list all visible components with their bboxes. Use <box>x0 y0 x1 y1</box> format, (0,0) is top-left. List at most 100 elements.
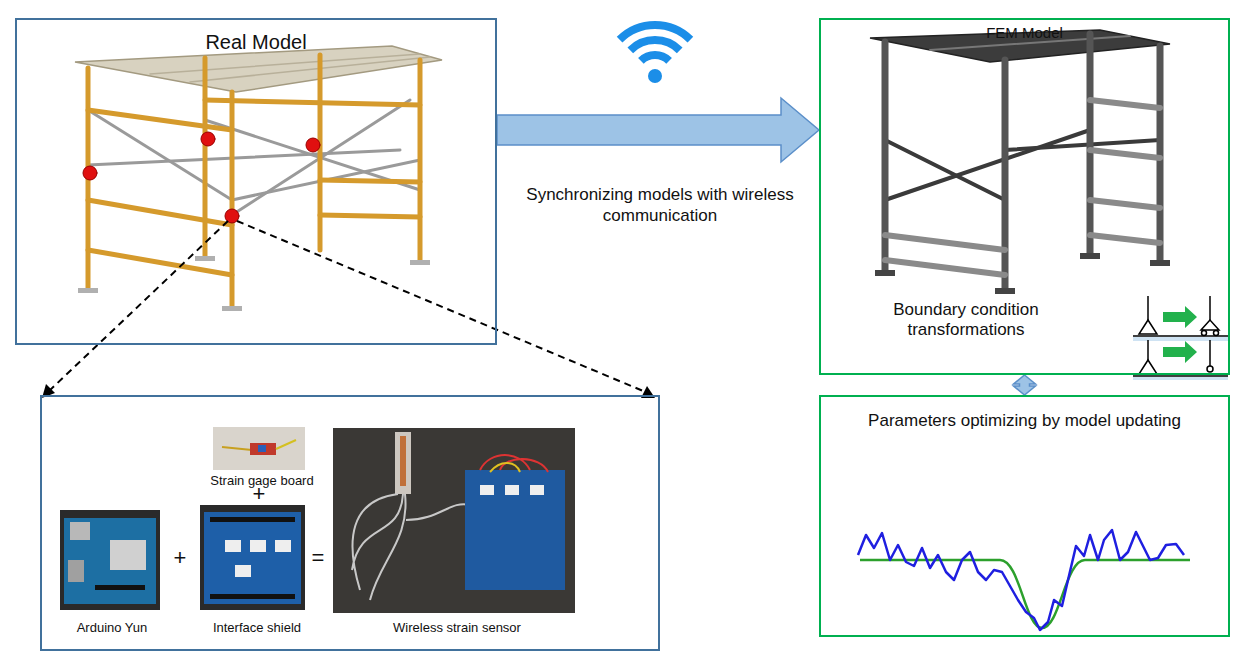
zoom-arrowheads <box>42 384 655 398</box>
boundary-symbols-part <box>1209 340 1211 366</box>
boundary-symbols-part <box>1207 366 1213 372</box>
boundary-symbols-part <box>1133 377 1228 380</box>
real-scaffold-part-part <box>88 250 232 275</box>
boundary-symbols-part <box>1133 375 1228 377</box>
fem-scaffold-part-part <box>1090 235 1160 243</box>
real-scaffold-part <box>150 54 420 74</box>
wireless-sensor-photo-part <box>352 494 406 600</box>
boundary-symbols-part <box>1133 335 1228 337</box>
arduino-yun-photo-part <box>68 560 84 582</box>
fem-scaffold-part-part <box>875 270 895 276</box>
real-scaffold-part-part <box>88 150 400 165</box>
interface-shield-photo-part <box>225 540 241 552</box>
arduino-yun-photo-part <box>95 585 145 590</box>
wireless-sensor-photo-part <box>395 432 411 494</box>
real-scaffold-part-part <box>232 160 420 200</box>
real-scaffold-part-part <box>320 180 420 182</box>
boundary-symbols-part <box>1209 296 1211 320</box>
boundary-symbols <box>1133 296 1228 380</box>
wifi-icon-part <box>648 69 662 83</box>
real-scaffold-part <box>88 100 420 215</box>
interface-shield-photo-part <box>250 540 266 552</box>
transform-arrows-part <box>1163 306 1197 328</box>
updating-chart <box>858 530 1190 630</box>
model-updating-panel: Parameters optimizing by model updating <box>819 395 1230 637</box>
real-scaffold-part-part <box>205 100 420 105</box>
block-arrow <box>1014 375 1036 395</box>
real-scaffold-part-part <box>83 166 97 180</box>
wireless-sensor-photo-part <box>505 485 519 495</box>
fem-scaffold-part-part <box>1005 140 1160 150</box>
part-caption: Arduino Yun <box>47 620 177 636</box>
arduino-yun-photo <box>60 510 160 610</box>
wifi-icon-part <box>630 40 679 50</box>
arduino-yun-photo-part <box>70 522 90 540</box>
plus-sign: + <box>170 545 190 571</box>
zoom-leader <box>48 221 648 393</box>
real-scaffold-part-part <box>195 256 215 261</box>
real-scaffold-part-part <box>203 58 208 258</box>
fem-scaffold-part-part <box>1002 60 1009 290</box>
panel-title: Parameters optimizing by model updating <box>841 411 1208 431</box>
real-scaffold-part <box>83 132 320 223</box>
interface-shield-photo <box>200 505 305 610</box>
transform-arrows-part <box>1163 341 1197 363</box>
sensor-detail-panel: Strain gage board+Arduino Yun+Interface … <box>40 395 660 651</box>
real-scaffold-part <box>78 256 430 311</box>
fem-scaffold-part-part <box>1157 46 1164 262</box>
strain-gage-board-photo-part <box>250 443 276 455</box>
interface-shield-photo-part <box>235 565 251 577</box>
fem-scaffold-part-part <box>885 130 1090 200</box>
fem-scaffold-part-part <box>885 260 1005 275</box>
real-scaffold-part-part <box>205 120 420 190</box>
real-scaffold-part-part <box>306 138 320 152</box>
updating-chart-part <box>860 560 1190 628</box>
wireless-sensor-photo-part <box>480 455 548 472</box>
boundary-symbols-part <box>1214 331 1219 336</box>
real-scaffold-part <box>190 57 430 82</box>
interface-shield-photo-part <box>204 512 301 604</box>
fem-scaffold-part-part <box>885 235 1005 250</box>
arduino-yun-photo-part <box>64 518 156 604</box>
real-scaffold-part-part <box>418 60 423 262</box>
fem-scaffold-part-part <box>1090 100 1160 108</box>
real-scaffold-part-part <box>222 306 242 311</box>
fem-scaffold <box>870 30 1170 294</box>
interface-shield-photo-part <box>275 540 291 552</box>
fem-scaffold-part <box>870 30 1170 62</box>
fem-scaffold-part-part <box>1090 150 1160 158</box>
real-scaffold-part-part <box>78 288 98 293</box>
wireless-sensor-photo-part <box>480 485 494 495</box>
fem-scaffold-part-part <box>1087 34 1094 255</box>
wireless-sensor-photo-part <box>400 436 406 486</box>
strain-gage-board-photo-part <box>258 445 266 452</box>
real-scaffold-part-part <box>88 110 232 200</box>
boundary-symbols-part <box>1139 360 1157 374</box>
wifi-icon-part <box>620 25 691 40</box>
fem-scaffold-part <box>885 34 1160 290</box>
wifi-icon <box>620 25 691 83</box>
fem-scaffold-part <box>875 253 1170 294</box>
real-scaffold-part-part <box>201 132 215 146</box>
arduino-yun-photo-part <box>110 540 146 570</box>
fem-scaffold-part <box>885 130 1160 200</box>
plus-sign: + <box>249 481 269 507</box>
boundary-symbols-part <box>1201 320 1219 330</box>
strain-gage-board-photo <box>213 427 305 470</box>
real-scaffold-part-part <box>88 110 232 130</box>
boundary-symbols-part <box>1147 340 1149 360</box>
panel-title: FEM Model <box>821 24 1228 42</box>
part-caption: Wireless strain sensor <box>362 620 552 636</box>
interface-shield-photo-part <box>210 517 295 522</box>
boundary-symbols-part <box>1139 320 1157 334</box>
real-model-panel: Real Model <box>15 18 497 345</box>
wireless-sensor-photo-part <box>490 463 520 472</box>
interface-shield-photo-part <box>210 594 295 599</box>
part-caption: Strain gage board <box>192 473 332 489</box>
zoom-leader-part <box>237 221 648 393</box>
real-scaffold-part-part <box>320 215 420 217</box>
panel-title: Real Model <box>17 30 495 54</box>
fem-scaffold-part-part <box>885 140 1005 200</box>
